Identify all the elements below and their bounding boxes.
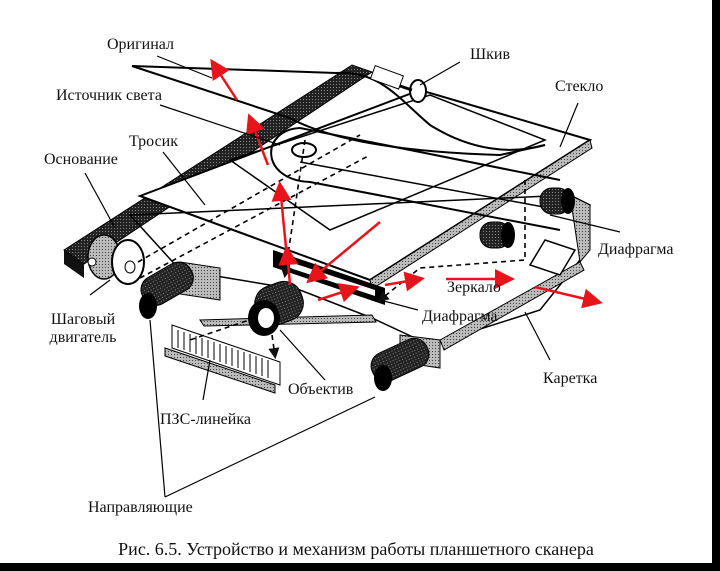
upper-roller (479, 221, 515, 249)
label-light-source: Источник света (56, 87, 162, 104)
lens (248, 280, 304, 336)
label-stepper-motor-line2: двигатель (49, 329, 117, 347)
label-cable: Тросик (129, 133, 178, 150)
label-stepper-motor: Шаговый двигатель (40, 311, 126, 348)
label-base: Основание (44, 151, 118, 168)
label-diaphragm-right: Диафрагма (598, 241, 674, 258)
ccd-line (164, 324, 281, 394)
light-source (270, 127, 561, 231)
original-sheet (131, 65, 546, 157)
label-diaphragm-center: Диафрагма (422, 308, 498, 325)
label-mirror: Зеркало (447, 279, 501, 296)
label-stepper-motor-line1: Шаговый (50, 311, 116, 328)
label-pulley: Шкив (470, 46, 511, 63)
label-lens: Объектив (288, 381, 354, 398)
scanner-diagram-figure: Оригинал Шкив Стекло Источник света Трос… (0, 0, 712, 563)
label-guides: Направляющие (88, 499, 193, 516)
stepper-motor (87, 234, 145, 285)
figure-caption: Рис. 6.5. Устройство и механизм работы п… (118, 539, 594, 559)
right-roller (539, 187, 575, 215)
guide-rail-right (370, 334, 441, 391)
cable-and-optical-paths (137, 134, 526, 360)
leader-lines (84, 55, 621, 498)
scanner-illustration (63, 55, 621, 498)
label-original: Оригинал (107, 36, 175, 53)
label-ccd-line: ПЗС-линейка (160, 411, 251, 428)
mirror (528, 239, 577, 276)
guide-rail-left (139, 261, 221, 319)
label-glass: Стекло (555, 78, 604, 95)
pulley (369, 64, 427, 103)
label-carriage: Каретка (543, 370, 598, 387)
light-path-arrows (210, 58, 603, 309)
